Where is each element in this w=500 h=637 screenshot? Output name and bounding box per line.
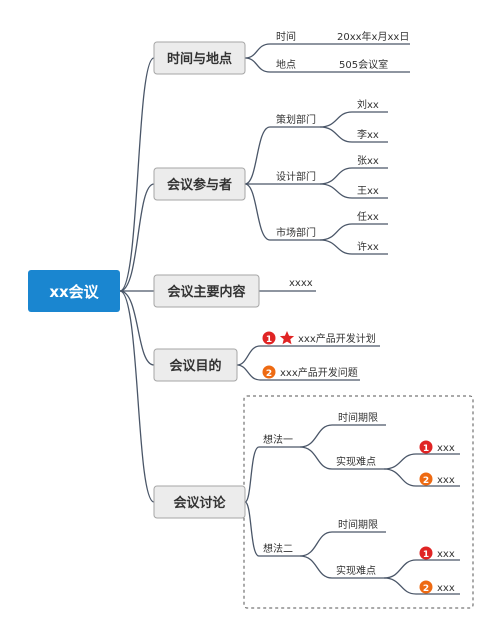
priority-1-badge: 1 (262, 331, 276, 345)
svg-text:2: 2 (423, 476, 429, 486)
branch-goals[interactable]: 会议目的 (153, 348, 238, 382)
member-name: 张xx (357, 155, 379, 167)
idea-label: 想法一 (263, 433, 293, 446)
member-name: 王xx (357, 186, 379, 197)
dept-market-label: 市场部门 (276, 226, 316, 239)
connector-period (299, 531, 333, 557)
branch-content[interactable]: 会议主要内容 (153, 274, 260, 308)
connector-goal-2 (236, 364, 261, 381)
point-text: xxx (437, 475, 455, 486)
svg-text:1: 1 (423, 444, 429, 454)
connector-dept-market (244, 183, 271, 241)
difficulty-label: 实现难点 (336, 564, 376, 577)
priority-2-badge: 2 (419, 472, 433, 486)
priority-2-badge: 2 (419, 580, 433, 594)
goal-text: xxx产品开发计划 (298, 332, 376, 345)
connector-member (319, 183, 353, 199)
connector-point (383, 453, 417, 470)
svg-text:2: 2 (266, 369, 272, 379)
connector-goal-1 (236, 345, 261, 366)
connector-root-time-place (119, 57, 155, 292)
connector-member (319, 239, 353, 255)
priority-1-badge: 1 (419, 440, 433, 454)
member-name: 许xx (357, 241, 379, 253)
connector-period (299, 424, 333, 448)
connectors (119, 43, 460, 595)
dept-design-label: 设计部门 (276, 170, 316, 183)
connector-point (383, 577, 417, 595)
connector-idea-1 (244, 446, 260, 503)
connector-member (319, 167, 353, 185)
connector-dept-planning (244, 126, 271, 185)
connector-difficulty (299, 555, 333, 579)
branch-label: 会议讨论 (173, 495, 226, 511)
idea-label: 想法二 (263, 542, 293, 555)
svg-text:2: 2 (423, 584, 429, 594)
branch-label: 会议目的 (169, 358, 221, 374)
time-value: 20xx年x月xx日 (337, 30, 409, 43)
place-value: 505会议室 (339, 58, 388, 71)
branch-participants[interactable]: 会议参与者 (153, 167, 246, 201)
branch-label: 时间与地点 (167, 51, 232, 67)
connector-member (319, 111, 353, 128)
connector-member (319, 223, 353, 241)
connector-time (244, 43, 271, 59)
connector-place (244, 57, 271, 73)
member-name: 李xx (357, 128, 379, 141)
branch-label: 会议参与者 (167, 177, 232, 193)
time-label: 时间 (276, 30, 296, 43)
member-name: 任xx (357, 210, 379, 223)
root-label: xx会议 (49, 283, 99, 301)
star-icon (279, 331, 295, 345)
goal-text: xxx产品开发问题 (280, 366, 358, 379)
root-node[interactable]: xx会议 (28, 270, 120, 312)
svg-text:1: 1 (423, 550, 429, 560)
member-name: 刘xx (357, 99, 379, 111)
connector-root-goals (119, 290, 155, 366)
connector-root-discussion (119, 290, 155, 503)
priority-2-badge: 2 (262, 365, 276, 379)
connector-member (319, 126, 353, 143)
branch-time-place[interactable]: 时间与地点 (153, 41, 246, 75)
period-label: 时间期限 (338, 411, 378, 424)
branch-label: 会议主要内容 (167, 284, 245, 300)
connector-difficulty (299, 446, 333, 470)
dept-planning-label: 策划部门 (276, 113, 316, 126)
period-label: 时间期限 (338, 518, 378, 531)
priority-1-badge: 1 (419, 546, 433, 560)
point-text: xxx (437, 549, 455, 560)
branch-discussion[interactable]: 会议讨论 (153, 485, 246, 519)
difficulty-label: 实现难点 (336, 455, 376, 468)
connector-root-participants (119, 183, 155, 292)
place-label: 地点 (276, 58, 296, 71)
connector-idea-2 (244, 501, 260, 557)
point-text: xxx (437, 583, 455, 594)
point-text: xxx (437, 443, 455, 454)
connector-point (383, 468, 417, 487)
connector-point (383, 559, 417, 579)
svg-text:1: 1 (266, 335, 272, 345)
content-value: xxxx (289, 278, 313, 289)
